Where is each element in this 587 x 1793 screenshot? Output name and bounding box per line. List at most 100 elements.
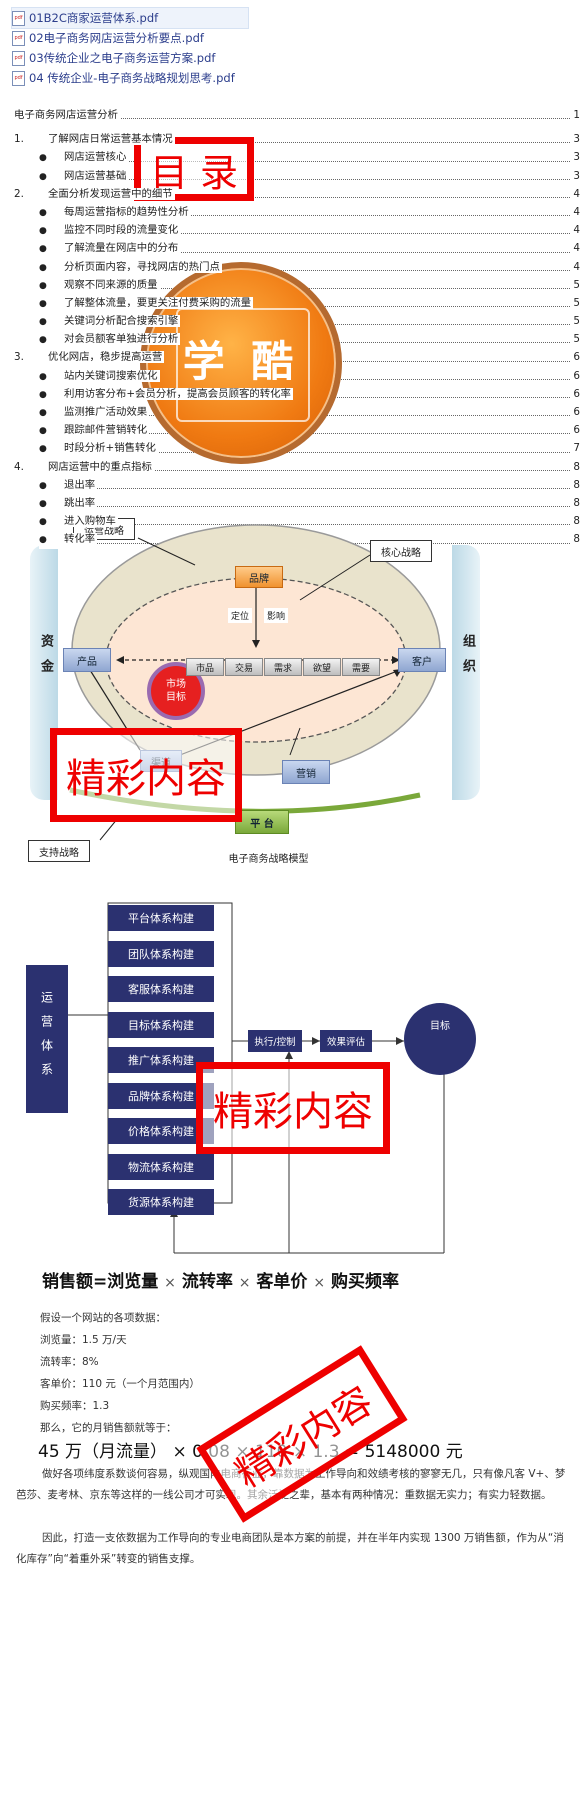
organization-label: 组织	[460, 634, 475, 684]
bullet-icon: ●	[39, 313, 64, 331]
toc-stamp-text: 目 录	[149, 150, 239, 195]
file-name: 01B2C商家运营体系.pdf	[29, 11, 159, 25]
system-item: 客服体系构建	[108, 976, 214, 1002]
bullet-icon: ●	[39, 385, 64, 403]
brand-box: 品牌	[235, 566, 283, 588]
system-item: 平台体系构建	[108, 905, 214, 931]
toc-page-number: 5	[571, 275, 580, 294]
strategy-diagram: 资金 组织 运营战略 核心战略 支持战略 品牌 定位 影响 产品 客户 营销 渠…	[0, 510, 587, 870]
bullet-icon: ●	[39, 149, 64, 167]
file-name: 03传统企业之电子商务运营方案.pdf	[29, 51, 216, 65]
sales-line: 那么，它的月销售额就等于：	[40, 1422, 177, 1434]
chip: 需求	[264, 658, 302, 676]
bullet-icon: ●	[39, 258, 64, 276]
sales-formula: 销售额=浏览量 × 流转率 × 客单价 × 购买频率	[42, 1267, 399, 1292]
content-stamp-text: 精彩内容	[213, 1089, 373, 1135]
toc-text: 了解网店日常运营基本情况	[48, 133, 175, 146]
toc-page-number: 4	[571, 221, 580, 240]
bullet-icon: ●	[39, 331, 64, 349]
toc-text: 每周运营指标的趋势性分析	[64, 205, 191, 218]
toc-page-number: 4	[571, 184, 580, 203]
toc-text: 优化网店，稳步提高运营	[48, 351, 165, 364]
strategy-caption: 电子商务战略模型	[228, 854, 309, 865]
pdf-file-icon: pdf	[12, 70, 25, 86]
file-item[interactable]: pdf 01B2C商家运营体系.pdf	[11, 7, 249, 29]
toc-number: 1.	[14, 130, 48, 149]
times-sign: ×	[164, 1275, 176, 1291]
formula-part: 销售额=浏览量	[42, 1272, 159, 1292]
toc-entry[interactable]: ●网店运营核心 3	[14, 148, 580, 167]
toc-entry[interactable]: 1.了解网店日常运营基本情况 3	[14, 130, 580, 149]
bullet-icon: ●	[39, 404, 64, 422]
toc-text: 进入购物车	[64, 515, 118, 528]
toc-page-number: 6	[571, 421, 580, 440]
toc-page-number: 3	[571, 148, 580, 167]
toc-entry[interactable]: ●每周运营指标的趋势性分析 4	[14, 202, 580, 222]
toc-text: 关键词分析配合搜索引擎	[64, 315, 181, 328]
bullet-icon: ●	[39, 203, 64, 222]
customer-box: 客户	[398, 648, 446, 672]
core-strategy-callout: 核心战略	[370, 540, 432, 562]
toc-page-number: 6	[571, 348, 580, 367]
sales-line: 购买频率：1.3	[40, 1400, 110, 1412]
chip: 欲望	[303, 658, 341, 676]
influence-label: 影响	[264, 608, 289, 623]
toc-page-number: 8	[571, 512, 580, 531]
sales-line: 客单价：110 元（一个月范围内）	[40, 1378, 200, 1390]
bullet-icon: ●	[39, 440, 64, 458]
pdf-file-icon: pdf	[12, 30, 25, 46]
toc-page-number: 4	[571, 202, 580, 222]
toc-page-number: 3	[571, 130, 580, 149]
pdf-file-icon: pdf	[12, 10, 25, 26]
system-item: 团队体系构建	[108, 940, 214, 967]
bullet-icon: ●	[39, 276, 64, 294]
toc-text: 全面分析发现运营中的细节	[48, 187, 175, 200]
platform-box: 平 台	[235, 810, 289, 834]
toc-page-number: 4	[571, 239, 580, 258]
toc-text: 监测推广活动效果	[64, 406, 150, 418]
toc-page-number: 6	[571, 403, 580, 422]
bullet-icon: ●	[39, 167, 64, 185]
exec-control-box: 执行/控制	[248, 1030, 302, 1052]
file-item[interactable]: pdf 04 传统企业-电子商务战略规划思考.pdf	[12, 68, 252, 88]
bullet-icon: ●	[39, 367, 64, 385]
bullet-icon: ●	[39, 513, 64, 531]
goal-circle: 目标	[404, 1003, 476, 1075]
toc-text: 跳出率	[64, 496, 98, 509]
logo-badge: 学 酷	[140, 262, 342, 464]
toc-page-number: 6	[571, 366, 580, 385]
bullet-icon: ●	[39, 476, 64, 494]
ops-system-diagram: 运营体系 平台体系构建团队体系构建客服体系构建目标体系构建推广体系构建品牌体系构…	[0, 895, 587, 1265]
toc-entry[interactable]: ●进入购物车 8	[14, 512, 580, 531]
toc-text: 网店运营核心	[64, 151, 129, 164]
content-stamp: 精彩内容	[196, 1062, 390, 1154]
content-stamp-text: 精彩内容	[66, 756, 226, 802]
times-sign: ×	[238, 1275, 251, 1291]
chip: 交易	[225, 658, 263, 676]
toc-number: 4.	[14, 457, 48, 476]
bullet-icon: ●	[39, 240, 64, 258]
bullet-icon: ●	[39, 294, 64, 313]
toc-text: 时段分析+销售转化	[64, 442, 158, 455]
file-name: 04 传统企业-电子商务战略规划思考.pdf	[29, 71, 235, 85]
chip: 需要	[342, 658, 380, 676]
toc-text: 分析页面内容，寻找网店的热门点	[64, 260, 222, 273]
